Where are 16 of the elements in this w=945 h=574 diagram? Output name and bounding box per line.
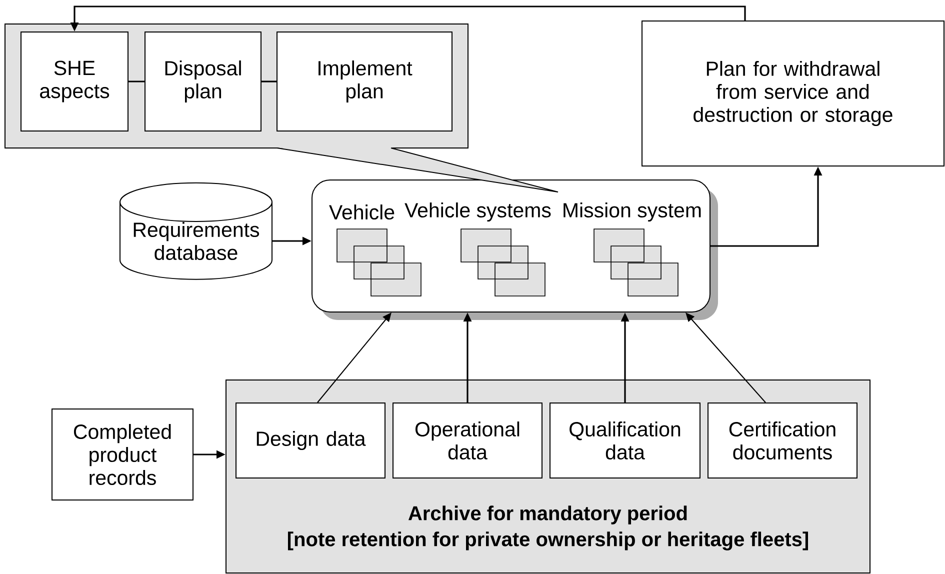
process-box: SHE aspects	[20, 32, 128, 132]
archive-label: Archive for mandatory period	[408, 506, 687, 524]
archive-label: [note retention for private ownership or heritage fleets]	[288, 532, 808, 550]
process-box: Completed product records	[52, 408, 194, 500]
data-box: Certification documents	[708, 402, 858, 478]
database-cylinder: Requirements database	[120, 182, 272, 280]
arrow	[686, 312, 766, 403]
system-label: Vehicle	[329, 204, 394, 220]
system-label: Vehicle systems	[404, 202, 551, 222]
plan-box: Plan for withdrawal from service and destruction or storage	[642, 20, 944, 166]
data-box: Qualification data	[550, 402, 700, 478]
data-box: Operational data	[392, 402, 542, 478]
data-box: Design data	[236, 402, 386, 478]
process-box: Disposal plan	[144, 32, 262, 132]
system-label: Mission system	[564, 202, 701, 222]
process-box: Implement plan	[276, 32, 452, 132]
